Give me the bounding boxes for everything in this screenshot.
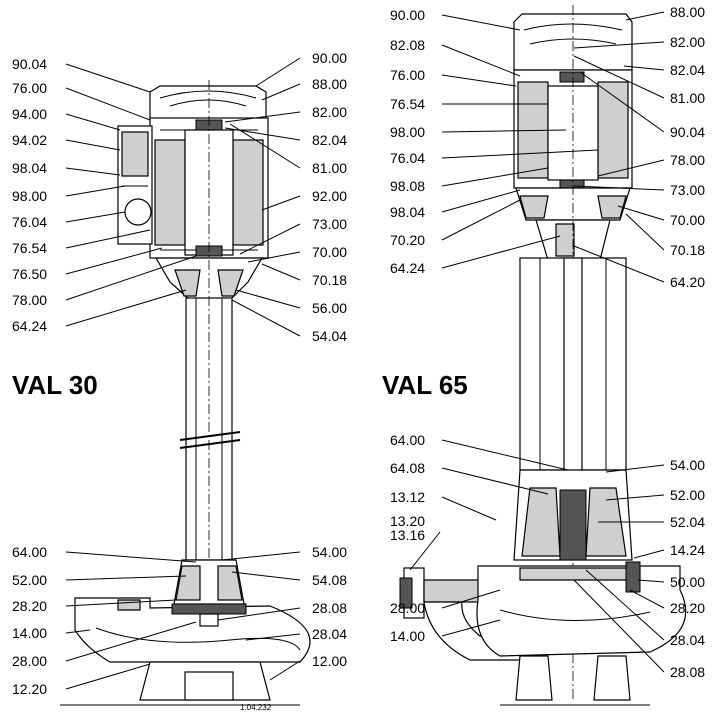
part-label: 56.00: [312, 300, 348, 316]
part-label: 90.00: [390, 7, 426, 23]
part-label: 94.02: [12, 132, 48, 148]
part-label: 14.24: [670, 542, 706, 558]
part-label: 78.00: [670, 152, 706, 168]
part-label: 28.20: [12, 598, 48, 614]
part-label: 90.04: [12, 56, 48, 72]
part-label: 98.04: [390, 204, 426, 220]
part-label: 12.20: [12, 681, 48, 697]
part-label: 54.04: [312, 328, 348, 344]
part-label: 64.24: [12, 318, 48, 334]
part-label: 13.16: [390, 527, 426, 543]
part-label: 92.00: [312, 188, 348, 204]
part-label: 76.54: [12, 240, 48, 256]
part-label: 98.00: [390, 124, 426, 140]
part-label: 64.00: [390, 432, 426, 448]
part-label: 70.18: [312, 272, 348, 288]
part-label: 98.08: [390, 178, 426, 194]
part-label: 88.00: [312, 76, 348, 92]
part-label: 98.04: [12, 160, 48, 176]
val65-leader-lines: [409, 11, 665, 673]
part-label: 28.04: [670, 632, 706, 648]
part-label: 52.00: [670, 487, 706, 503]
part-label: 54.00: [312, 544, 348, 560]
part-label: 50.00: [670, 574, 706, 590]
part-label: 28.00: [390, 600, 426, 616]
drawing-number: 1.04.232: [240, 703, 272, 712]
part-label: 81.00: [312, 160, 348, 176]
val30-leader-lines: [65, 57, 301, 690]
val30-pump-drawing: [60, 80, 311, 706]
part-label: 94.00: [12, 106, 48, 122]
val30-title: VAL 30: [12, 370, 98, 400]
part-label: 82.04: [670, 62, 706, 78]
part-label: 76.04: [12, 214, 48, 230]
val65-pump-drawing: [399, 5, 687, 706]
part-label: 64.00: [12, 544, 48, 560]
part-label: 52.00: [12, 572, 48, 588]
part-label: 81.00: [670, 90, 706, 106]
part-label: 76.50: [12, 266, 48, 282]
part-label: 70.18: [670, 242, 706, 258]
part-label: 82.00: [312, 104, 348, 120]
part-label: 98.00: [12, 188, 48, 204]
part-label: 88.00: [670, 4, 706, 20]
val65-title: VAL 65: [382, 370, 468, 400]
part-label: 28.00: [12, 653, 48, 669]
part-label: 73.00: [312, 216, 348, 232]
part-label: 82.08: [390, 37, 426, 53]
part-label: 12.00: [312, 653, 348, 669]
part-label: 54.00: [670, 457, 706, 473]
part-label: 73.00: [670, 182, 706, 198]
part-label: 90.04: [670, 124, 706, 140]
part-label: 28.20: [670, 600, 706, 616]
part-label: 64.20: [670, 274, 706, 290]
part-label: 64.08: [390, 460, 426, 476]
part-label: 78.00: [12, 292, 48, 308]
part-label: 52.04: [670, 514, 706, 530]
part-label: 13.12: [390, 489, 426, 505]
part-label: 70.00: [670, 212, 706, 228]
part-label: 64.24: [390, 260, 426, 276]
part-label: 82.00: [670, 34, 706, 50]
part-label: 76.54: [390, 96, 426, 112]
part-label: 28.08: [670, 664, 706, 680]
part-label: 76.04: [390, 150, 426, 166]
part-label: 13.20: [390, 513, 426, 529]
part-label: 76.00: [12, 80, 48, 96]
part-label: 82.04: [312, 132, 348, 148]
part-label: 14.00: [12, 625, 48, 641]
part-label: 28.08: [312, 600, 348, 616]
part-label: 28.04: [312, 626, 348, 642]
part-label: 14.00: [390, 628, 426, 644]
part-label: 54.08: [312, 572, 348, 588]
part-label: 70.20: [390, 232, 426, 248]
part-label: 70.00: [312, 244, 348, 260]
part-label: 90.00: [312, 50, 348, 66]
part-label: 76.00: [390, 67, 426, 83]
